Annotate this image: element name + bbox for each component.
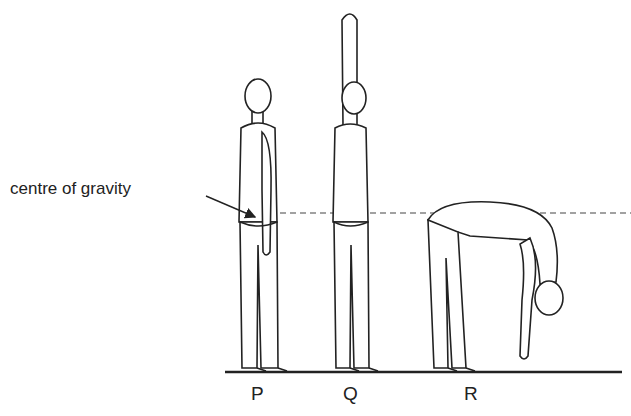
figure-letter: R xyxy=(464,384,478,405)
figure-q xyxy=(333,14,378,371)
figure-r xyxy=(428,202,563,371)
figure-p xyxy=(239,79,287,371)
figure-letter: P xyxy=(251,384,264,405)
callout-text: centre of gravity xyxy=(10,180,131,199)
ground-line xyxy=(225,371,622,374)
leader-arrow xyxy=(206,196,255,217)
figure-letter: Q xyxy=(343,384,358,405)
